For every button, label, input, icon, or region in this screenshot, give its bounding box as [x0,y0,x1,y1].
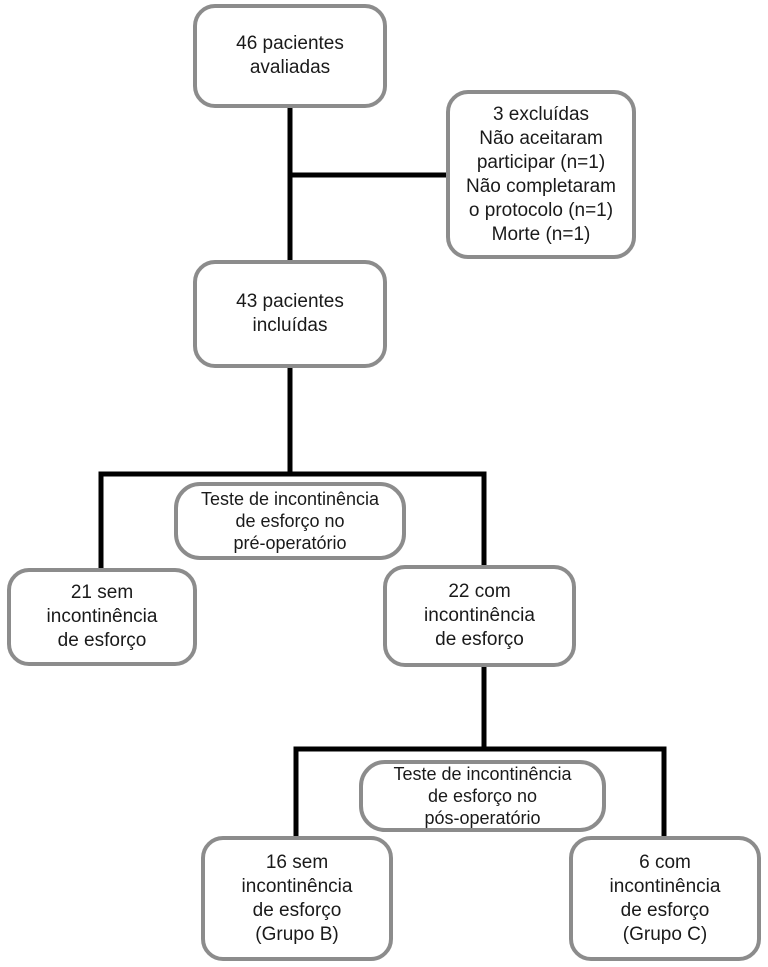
group-c-line-4: (Grupo C) [622,923,708,945]
preop-test-line-3: pré-operatório [233,533,347,553]
group-b-line-1: 16 sem [265,851,329,873]
evaluated-line-2: avaliadas [249,57,331,78]
without-incontinence-line-3: de esforço [57,630,147,651]
excluded-line-1: 3 excluídas [492,103,590,125]
postop-test-box: Teste de incontinência de esforço no pós… [359,760,606,832]
postop-test-line-3: pós-operatório [424,808,541,828]
with-incontinence-line-1: 22 com [448,581,511,602]
evaluated-line-1: 46 pacientes [236,33,344,54]
excluded-line-4: Não completaram [466,175,616,197]
group-b-box: 16 sem incontinência de esforço (Grupo B… [201,836,393,961]
with-incontinence-box: 22 com incontinência de esforço [383,565,576,667]
included-line-2: incluídas [252,315,328,336]
without-incontinence-box: 21 sem incontinência de esforço [7,568,197,666]
excluded-line-5: o protocolo (n=1) [468,199,614,221]
group-b-line-3: de esforço [252,899,342,921]
with-incontinence-line-3: de esforço [435,629,524,650]
group-b-line-4: (Grupo B) [255,923,339,945]
preop-test-line-1: Teste de incontinência [200,489,380,509]
without-incontinence-line-2: incontinência [46,606,158,627]
evaluated-box: 46 pacientes avaliadas [193,4,387,108]
preop-test-box: Teste de incontinência de esforço no pré… [174,482,406,560]
preop-test-line-2: de esforço no [235,511,345,531]
group-c-line-1: 6 com [639,851,691,873]
postop-test-line-1: Teste de incontinência [393,764,572,784]
group-c-line-2: incontinência [609,875,721,897]
included-line-1: 43 pacientes [236,291,344,312]
group-c-box: 6 com incontinência de esforço (Grupo C) [569,836,761,961]
without-incontinence-line-1: 21 sem [70,582,134,603]
included-box: 43 pacientes incluídas [193,260,387,368]
group-b-line-2: incontinência [241,875,353,897]
excluded-box: 3 excluídas Não aceitaram participar (n=… [446,90,636,259]
excluded-line-2: Não aceitaram [479,127,603,149]
group-c-line-3: de esforço [620,899,710,921]
excluded-line-3: participar (n=1) [476,151,606,173]
with-incontinence-line-2: incontinência [424,605,535,626]
excluded-line-6: Morte (n=1) [491,223,591,245]
postop-test-line-2: de esforço no [427,786,538,806]
